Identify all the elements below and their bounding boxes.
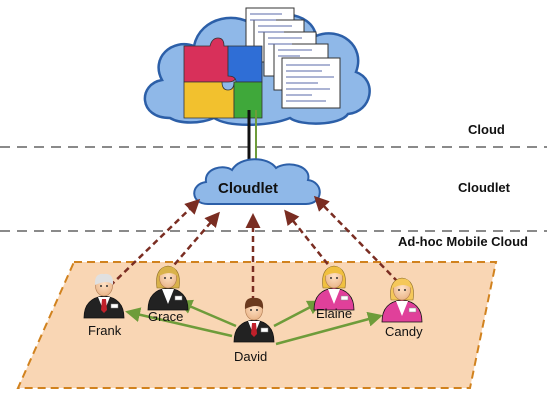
arrow-frank-cloudlet (109, 198, 201, 287)
layer-label-cloudlet: Cloudlet (458, 180, 511, 195)
layer-label-cloud: Cloud (468, 122, 505, 137)
person-name-frank: Frank (88, 323, 122, 338)
person-candy: Candy (381, 277, 423, 339)
person-name-elaine: Elaine (316, 306, 352, 321)
person-frank: Frank (83, 273, 125, 338)
arrow-david-grace (177, 299, 237, 328)
man-avatar-icon (83, 273, 125, 319)
person-david: David (233, 297, 275, 364)
arrow-david-candy (275, 311, 383, 346)
peer-arrows (125, 299, 383, 346)
person-elaine: Elaine (313, 265, 355, 321)
woman-avatar-icon (147, 265, 189, 311)
arrow-elaine-cloudlet (284, 209, 335, 273)
layer-label-adhoc: Ad-hoc Mobile Cloud (398, 234, 528, 249)
arrow-grace-cloudlet (167, 211, 220, 273)
person-name-candy: Candy (385, 324, 423, 339)
cloudlet-cloud-icon (193, 158, 321, 205)
cloudlet-label: Cloudlet (218, 180, 278, 197)
puzzle-icon (183, 37, 263, 119)
woman-avatar-icon (313, 265, 355, 311)
person-name-grace: Grace (148, 309, 183, 324)
woman-avatar-icon (381, 277, 423, 323)
person-grace: Grace (147, 265, 189, 324)
arrow-david-frank (125, 307, 233, 338)
arrow-david-elaine (273, 300, 323, 328)
code-documents-icon (245, 7, 341, 109)
man-avatar-icon (233, 297, 275, 343)
offload-arrows (109, 195, 399, 302)
person-name-david: David (234, 349, 267, 364)
